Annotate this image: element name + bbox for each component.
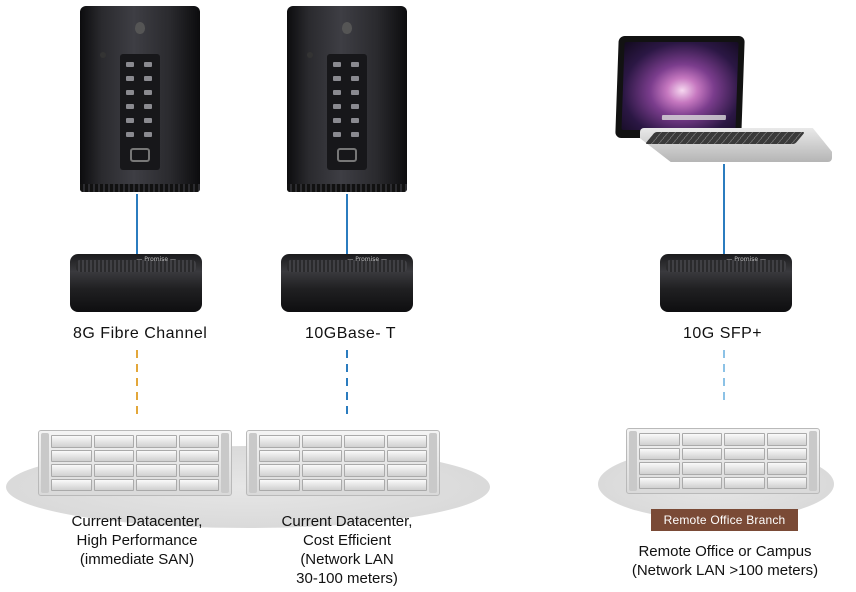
caption-line: Cost Efficient xyxy=(302,532,392,549)
caption-remote-office: Remote Office or Campus (Network LAN >10… xyxy=(612,542,838,580)
link-sfp-dashed xyxy=(723,350,725,406)
mac-pro-icon-2 xyxy=(287,6,407,192)
vent xyxy=(80,184,200,192)
link-fibre-dashed xyxy=(136,350,138,414)
thunderbolt-adapter-icon-2: — Promise — xyxy=(281,254,413,312)
link-solid-1 xyxy=(136,194,138,254)
caption-line: Current Datacenter, xyxy=(281,513,413,530)
thunderbolt-adapter-icon-1: — Promise — xyxy=(70,254,202,312)
power-button-icon xyxy=(307,52,313,58)
io-panel xyxy=(120,54,160,170)
caption-line: (Network LAN >100 meters) xyxy=(631,562,819,579)
caption-line: (immediate SAN) xyxy=(79,551,195,568)
link-base-t-dashed xyxy=(346,350,348,414)
caption-high-performance: Current Datacenter, High Performance (im… xyxy=(40,512,234,569)
caption-line: 30-100 meters) xyxy=(296,570,398,587)
apple-logo-icon xyxy=(135,22,145,34)
thunderbolt-adapter-icon-3: — Promise — xyxy=(660,254,792,312)
laptop-wallpaper xyxy=(621,42,739,130)
vent xyxy=(287,184,407,192)
adapter-label-10gbase-t: 10GBase- T xyxy=(305,325,396,342)
caption-line: High Performance xyxy=(76,532,198,549)
caption-line: Current Datacenter, xyxy=(71,513,203,530)
link-solid-2 xyxy=(346,194,348,254)
caption-line: (Network LAN xyxy=(300,551,394,568)
mac-pro-icon-1 xyxy=(80,6,200,192)
storage-array-icon-2 xyxy=(246,430,440,496)
caption-cost-efficient: Current Datacenter, Cost Efficient (Netw… xyxy=(250,512,444,588)
dock xyxy=(661,115,727,120)
remote-office-branch-badge: Remote Office Branch xyxy=(651,509,798,531)
storage-array-icon-1 xyxy=(38,430,232,496)
link-solid-3 xyxy=(723,164,725,254)
adapter-label-fibre-channel: 8G Fibre Channel xyxy=(73,325,208,342)
power-button-icon xyxy=(100,52,106,58)
adapter-label-10g-sfp: 10G SFP+ xyxy=(683,325,763,342)
storage-array-icon-3 xyxy=(626,428,820,494)
io-panel xyxy=(327,54,367,170)
apple-logo-icon xyxy=(342,22,352,34)
laptop-keyboard xyxy=(644,132,806,144)
laptop-screen xyxy=(615,36,745,138)
caption-line: Remote Office or Campus xyxy=(638,543,812,560)
